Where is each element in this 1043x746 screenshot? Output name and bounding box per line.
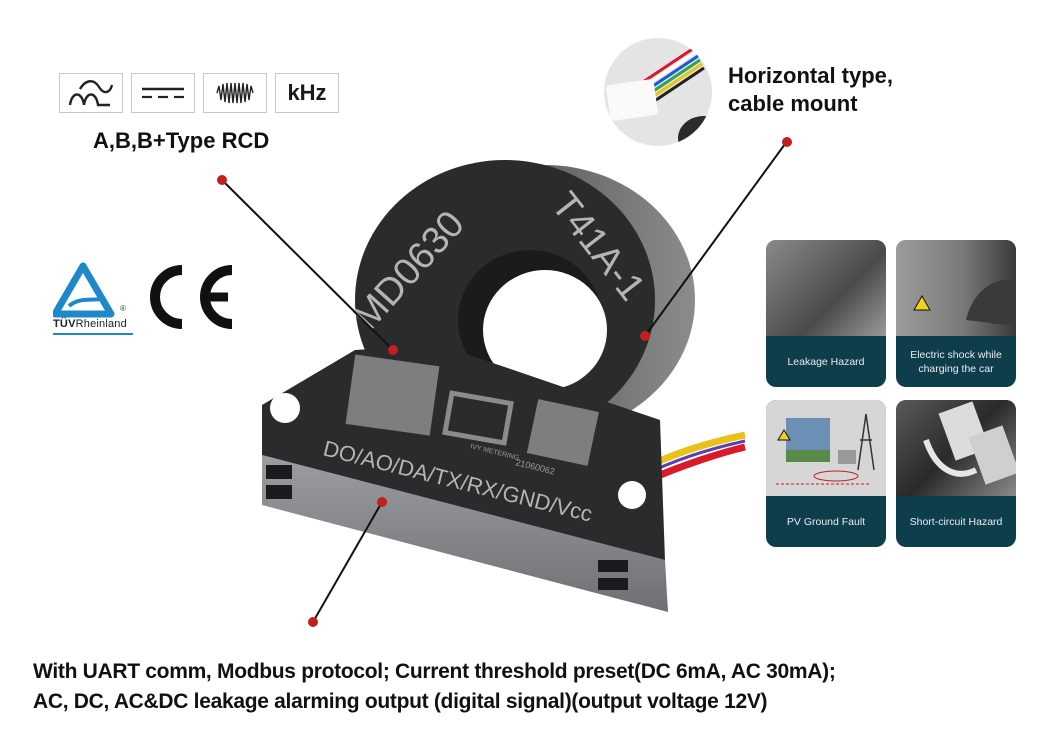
hazard-caption: Leakage Hazard <box>787 355 865 368</box>
khz-icon: kHz <box>275 73 339 113</box>
pv-diagram-photo <box>766 400 886 496</box>
hazard-caption: PV Ground Fault <box>786 515 866 528</box>
hazard-card-leakage: Leakage Hazard <box>766 240 886 387</box>
high-frequency-wave-icon <box>203 73 267 113</box>
mounting-line-1: Horizontal type, <box>728 63 894 88</box>
rcd-type-icons: kHz <box>59 73 339 113</box>
registered-mark: ® <box>120 304 126 313</box>
short-circuit-photo <box>896 400 1016 496</box>
ce-mark-icon <box>150 265 233 329</box>
description-line-2: AC, DC, AC&DC leakage alarming output (d… <box>33 690 768 713</box>
tuv-bold-text: TÜV <box>53 318 76 330</box>
rcd-type-label: A,B,B+Type RCD <box>93 128 270 153</box>
hazard-card-ev-shock: Electric shock while charging the car <box>896 240 1016 387</box>
hazard-caption: Electric shock while charging the car <box>910 348 1002 375</box>
hazard-caption: Short-circuit Hazard <box>909 515 1003 528</box>
ev-charging-photo <box>896 240 1016 336</box>
product-description: With UART comm, Modbus protocol; Current… <box>33 657 836 717</box>
ac-pulsating-wave-icon <box>59 73 123 113</box>
tuv-rheinland-logo-icon <box>53 262 115 318</box>
mounting-line-2: cable mount <box>728 91 858 116</box>
tuv-rheinland-wordmark: TÜVRheinland <box>53 318 127 330</box>
mounting-type-label: Horizontal type, cable mount <box>728 62 893 118</box>
leakage-photo <box>766 240 886 336</box>
hazard-card-short-circuit: Short-circuit Hazard <box>896 400 1016 547</box>
dc-line-icon <box>131 73 195 113</box>
rheinland-text: Rheinland <box>75 318 127 330</box>
tuv-underline <box>53 333 133 335</box>
description-line-1: With UART comm, Modbus protocol; Current… <box>33 660 836 683</box>
cable-mount-thumbnail <box>604 38 712 146</box>
hazard-card-pv-ground-fault: PV Ground Fault <box>766 400 886 547</box>
